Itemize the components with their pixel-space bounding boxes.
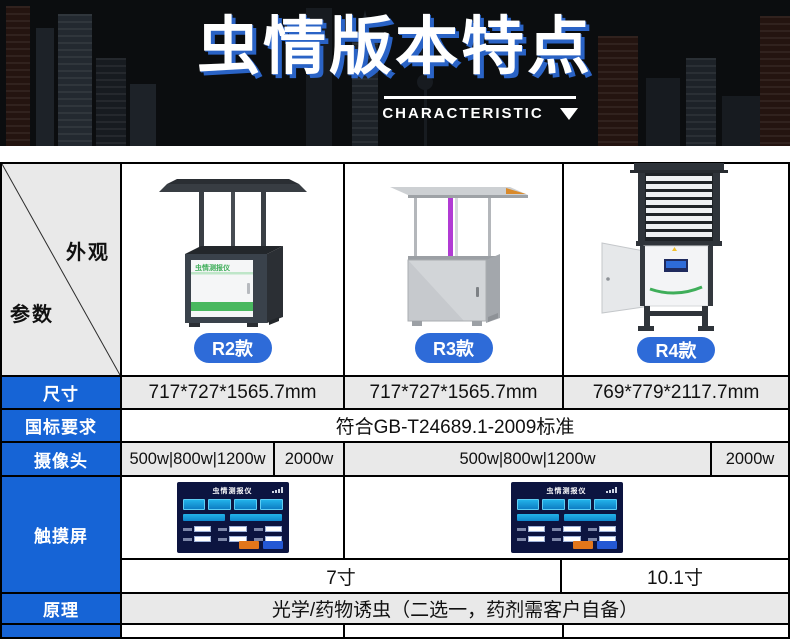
screen-title: 虫情测报仪 (546, 488, 587, 495)
row-size: 尺寸 717*727*1565.7mm 717*727*1565.7mm 769… (2, 377, 788, 410)
touchscreen-image-cell-2: 虫情测报仪 (345, 477, 788, 558)
screen-title: 虫情测报仪 (212, 488, 253, 495)
signal-icon (271, 487, 283, 493)
page-title: 虫情版本特点 (197, 12, 593, 82)
subtitle-rule (384, 96, 576, 99)
model-badge-r4: R4款 (637, 337, 715, 363)
touchscreen-size-1: 7寸 (122, 560, 562, 592)
model-badge-r2: R2款 (193, 333, 272, 363)
diagonal-line (2, 164, 120, 375)
product-door-text: 虫情测报仪 (195, 263, 231, 272)
principle-value: 光学/药物诱虫（二选一，药剂需客户自备） (122, 594, 788, 623)
row-camera: 摄像头 500w|800w|1200w 2000w 500w|800w|1200… (2, 443, 788, 477)
corner-label-parameters: 参数 (10, 304, 54, 326)
touchscreen-preview: 虫情测报仪 (510, 482, 623, 553)
product-image-r2: 虫情测报仪 (158, 179, 307, 327)
touchscreen-preview: 虫情测报仪 (176, 482, 289, 553)
hero-subtitle-block: CHARACTERISTIC (382, 96, 578, 122)
product-image-r4 (601, 163, 728, 331)
row-header-size: 尺寸 (2, 377, 122, 408)
product-cell-r4: R4款 (564, 163, 788, 375)
triangle-down-icon (559, 107, 578, 120)
row-principle: 原理 光学/药物诱虫（二选一，药剂需客户自备） (2, 594, 788, 625)
camera-value-1: 500w|800w|1200w (122, 443, 275, 475)
camera-value-3: 500w|800w|1200w (345, 443, 712, 475)
page-subtitle: CHARACTERISTIC (382, 105, 544, 122)
standard-value: 符合GB-T24689.1-2009标准 (122, 410, 788, 441)
row-header-camera: 摄像头 (2, 443, 122, 475)
row-appearance: 外观 参数 虫情测报仪 (2, 163, 788, 377)
camera-value-2: 2000w (275, 443, 345, 475)
hero-banner: 虫情版本特点 CHARACTERISTIC (0, 0, 790, 146)
product-image-r3 (389, 187, 528, 326)
size-value-r4: 769*779*2117.7mm (564, 377, 788, 408)
row-standard: 国标要求 符合GB-T24689.1-2009标准 (2, 410, 788, 443)
product-cell-r2: 虫情测报仪 R2款 (122, 164, 345, 375)
size-value-r3: 717*727*1565.7mm (345, 377, 564, 408)
camera-value-4: 2000w (712, 443, 788, 475)
row-header-touchscreen: 触摸屏 (2, 477, 122, 592)
row-header-principle: 原理 (2, 594, 122, 623)
corner-label-appearance: 外观 (66, 242, 110, 264)
size-value-r2: 717*727*1565.7mm (122, 377, 345, 408)
row-touchscreen: 触摸屏 虫情测报仪 (2, 477, 788, 594)
row-clipped (2, 625, 788, 639)
signal-icon (605, 487, 617, 493)
product-cell-r3: R3款 (345, 164, 564, 375)
touchscreen-image-cell-1: 虫情测报仪 (122, 477, 345, 558)
touchscreen-size-2: 10.1寸 (562, 560, 788, 592)
model-badge-r3: R3款 (414, 333, 493, 363)
row-header-standard: 国标要求 (2, 410, 122, 441)
corner-header-cell: 外观 参数 (2, 164, 122, 375)
spec-table: 外观 参数 虫情测报仪 (0, 162, 790, 639)
